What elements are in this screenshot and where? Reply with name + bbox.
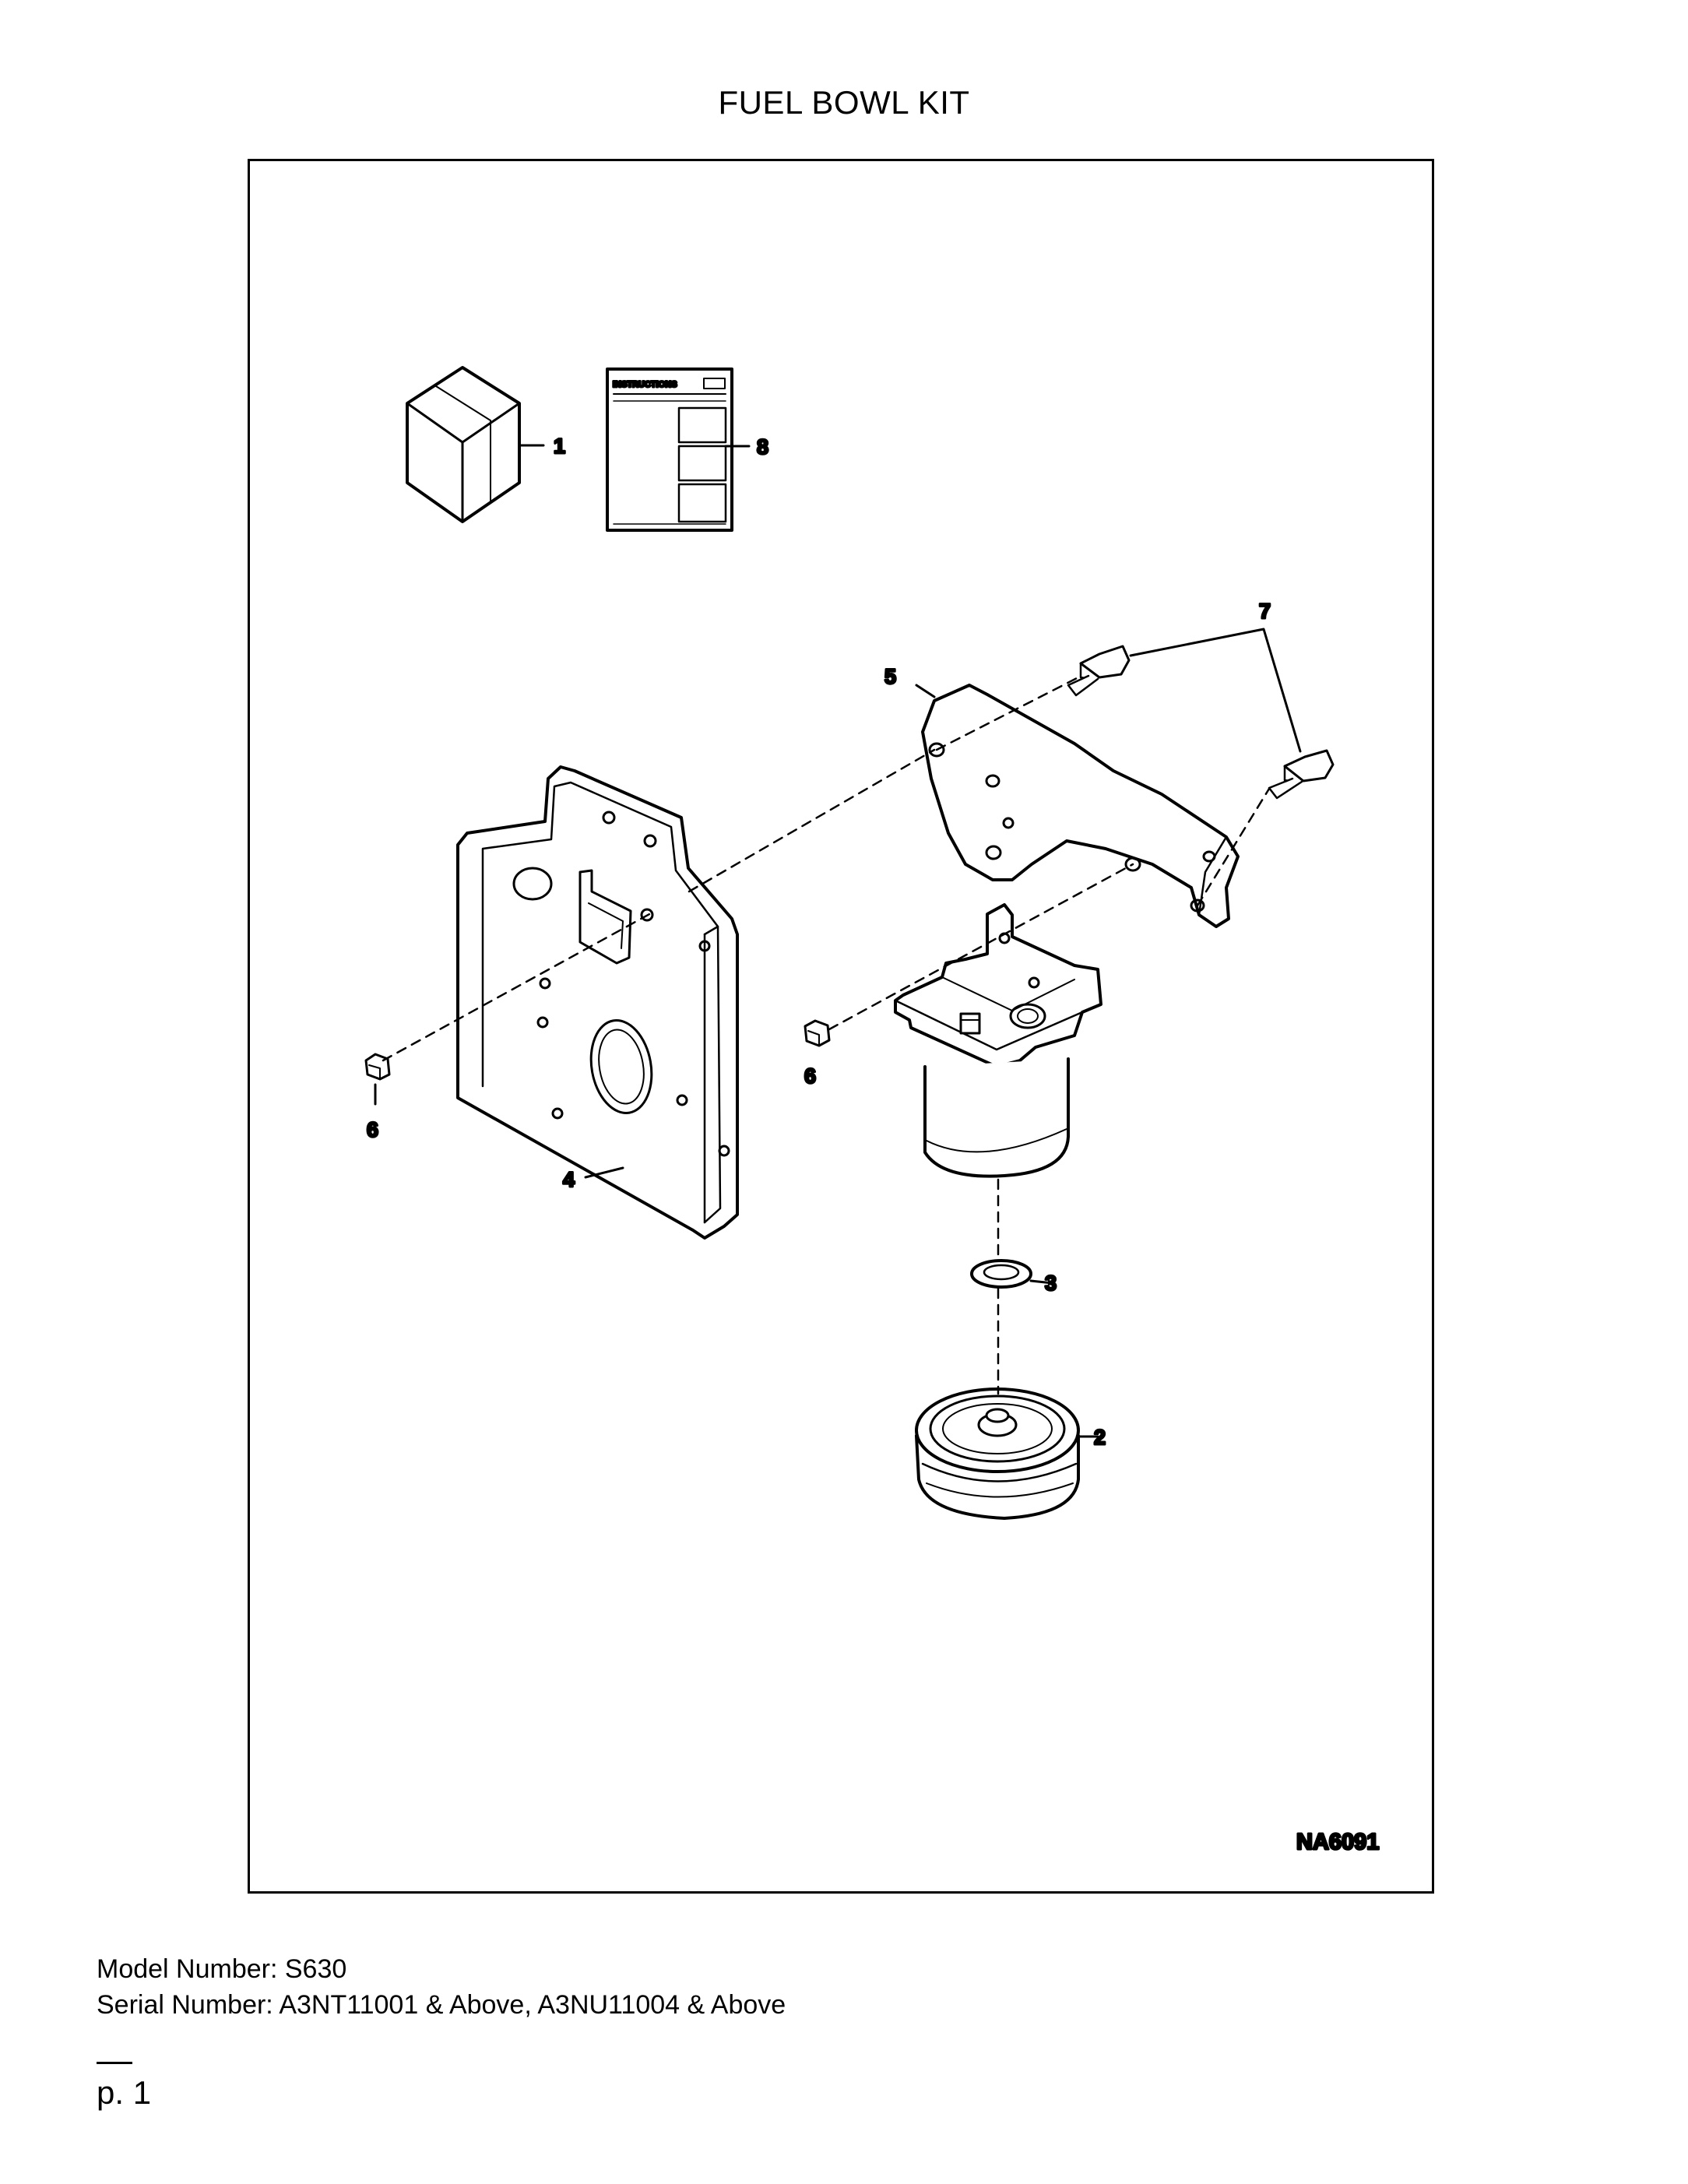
figure-id: NA6091: [1296, 1830, 1379, 1855]
page-title: FUEL BOWL KIT: [718, 84, 970, 121]
serial-number: Serial Number: A3NT11001 & Above, A3NU11…: [97, 1990, 786, 2020]
instructions-label: INSTRUCTIONS: [613, 380, 677, 389]
assembly-dashed-lines: [382, 676, 1271, 1395]
callout-8: 8: [757, 435, 768, 459]
part-2-fuel-bowl: [915, 1387, 1099, 1520]
part-5-bracket: [915, 684, 1240, 928]
page-number: p. 1: [97, 2074, 152, 2111]
model-number: Model Number: S630: [97, 1954, 347, 1984]
part-4-mounting-plate: [456, 765, 739, 1240]
callout-5: 5: [884, 665, 896, 688]
part-3-washer: [970, 1259, 1054, 1289]
callout-2: 2: [1094, 1426, 1106, 1449]
callout-3: 3: [1045, 1271, 1057, 1295]
part-7-bolts: [1067, 628, 1335, 800]
callout-6-left: 6: [367, 1118, 378, 1141]
fuel-filter-assembly: [894, 903, 1102, 1178]
callout-6-right: 6: [804, 1064, 816, 1088]
part-1-package: [406, 366, 545, 523]
part-8-instruction-sheet: INSTRUCTIONS: [606, 368, 751, 532]
callout-4: 4: [563, 1168, 575, 1191]
callout-7: 7: [1259, 600, 1271, 623]
page-rule: [97, 2062, 132, 2064]
callout-1: 1: [554, 434, 565, 458]
diagram-frame: [248, 159, 1434, 1894]
